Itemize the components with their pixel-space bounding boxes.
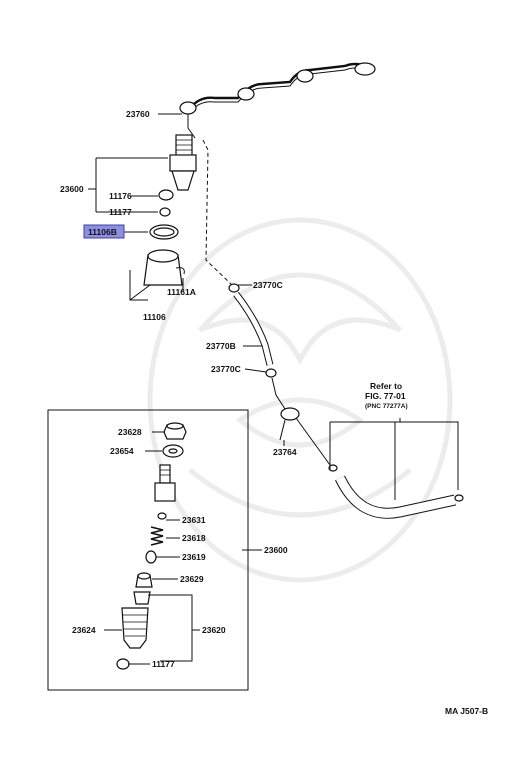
nozzle-body[interactable]: [154, 464, 176, 502]
refer-line2[interactable]: FIG. 77-01: [365, 391, 406, 401]
label-11106[interactable]: 11106: [143, 312, 166, 322]
label-11106B[interactable]: 11106B: [88, 227, 117, 237]
nut-23628[interactable]: [163, 422, 187, 440]
label-23760[interactable]: 23760: [126, 109, 150, 119]
diagram-code: MA J507-B: [445, 706, 488, 716]
label-23600-top[interactable]: 23600: [60, 184, 84, 194]
label-11176[interactable]: 11176: [109, 191, 132, 201]
label-11177-top[interactable]: 11177: [109, 207, 132, 217]
washer-23654[interactable]: [162, 444, 184, 458]
clip-23770C-upper[interactable]: [228, 283, 240, 293]
return-hose[interactable]: [328, 464, 464, 519]
clip-23770C-lower[interactable]: [265, 368, 288, 413]
injection-pipe-23760[interactable]: [179, 62, 376, 139]
refer-line1: Refer to: [370, 381, 402, 391]
hose-23770B[interactable]: [233, 291, 274, 366]
watermark: [147, 217, 453, 583]
label-23631[interactable]: 23631: [182, 515, 206, 525]
refer-line3: (PNC 77277A): [365, 403, 408, 410]
label-23618[interactable]: 23618: [182, 533, 206, 543]
label-23770C-lower[interactable]: 23770C: [211, 364, 241, 374]
highlight-11106B: [83, 224, 125, 239]
label-23764[interactable]: 23764: [273, 447, 297, 457]
label-23770B[interactable]: 23770B: [206, 341, 236, 351]
pin-23619[interactable]: [145, 550, 157, 564]
label-23624[interactable]: 23624: [72, 625, 96, 635]
label-23620[interactable]: 23620: [202, 625, 226, 635]
leader-lines: [88, 113, 285, 665]
shim-23631[interactable]: [157, 512, 167, 520]
label-23654[interactable]: 23654: [110, 446, 134, 456]
label-23628[interactable]: 23628: [118, 427, 142, 437]
gasket-11177-top[interactable]: [159, 207, 171, 217]
seal-11106B[interactable]: [149, 224, 179, 240]
label-23770C-upper[interactable]: 23770C: [253, 280, 283, 290]
washer-11176[interactable]: [158, 189, 174, 201]
label-11161A[interactable]: 11161A: [167, 287, 196, 297]
refer-bracket: [329, 418, 459, 500]
union-23764[interactable]: [279, 407, 331, 466]
gasket-11177-bottom[interactable]: [116, 658, 130, 670]
nozzle-tip-23624[interactable]: [121, 607, 149, 649]
needle-23620[interactable]: [133, 591, 151, 605]
label-23600-box[interactable]: 23600: [264, 545, 288, 555]
spacer-23629[interactable]: [135, 572, 153, 588]
spring-23618[interactable]: [150, 526, 164, 546]
nozzle-holder-top[interactable]: [169, 134, 197, 191]
holder-11106[interactable]: [143, 249, 185, 286]
label-23629[interactable]: 23629: [180, 574, 204, 584]
label-11177-bottom[interactable]: 11177: [152, 659, 175, 669]
label-23619[interactable]: 23619: [182, 552, 206, 562]
